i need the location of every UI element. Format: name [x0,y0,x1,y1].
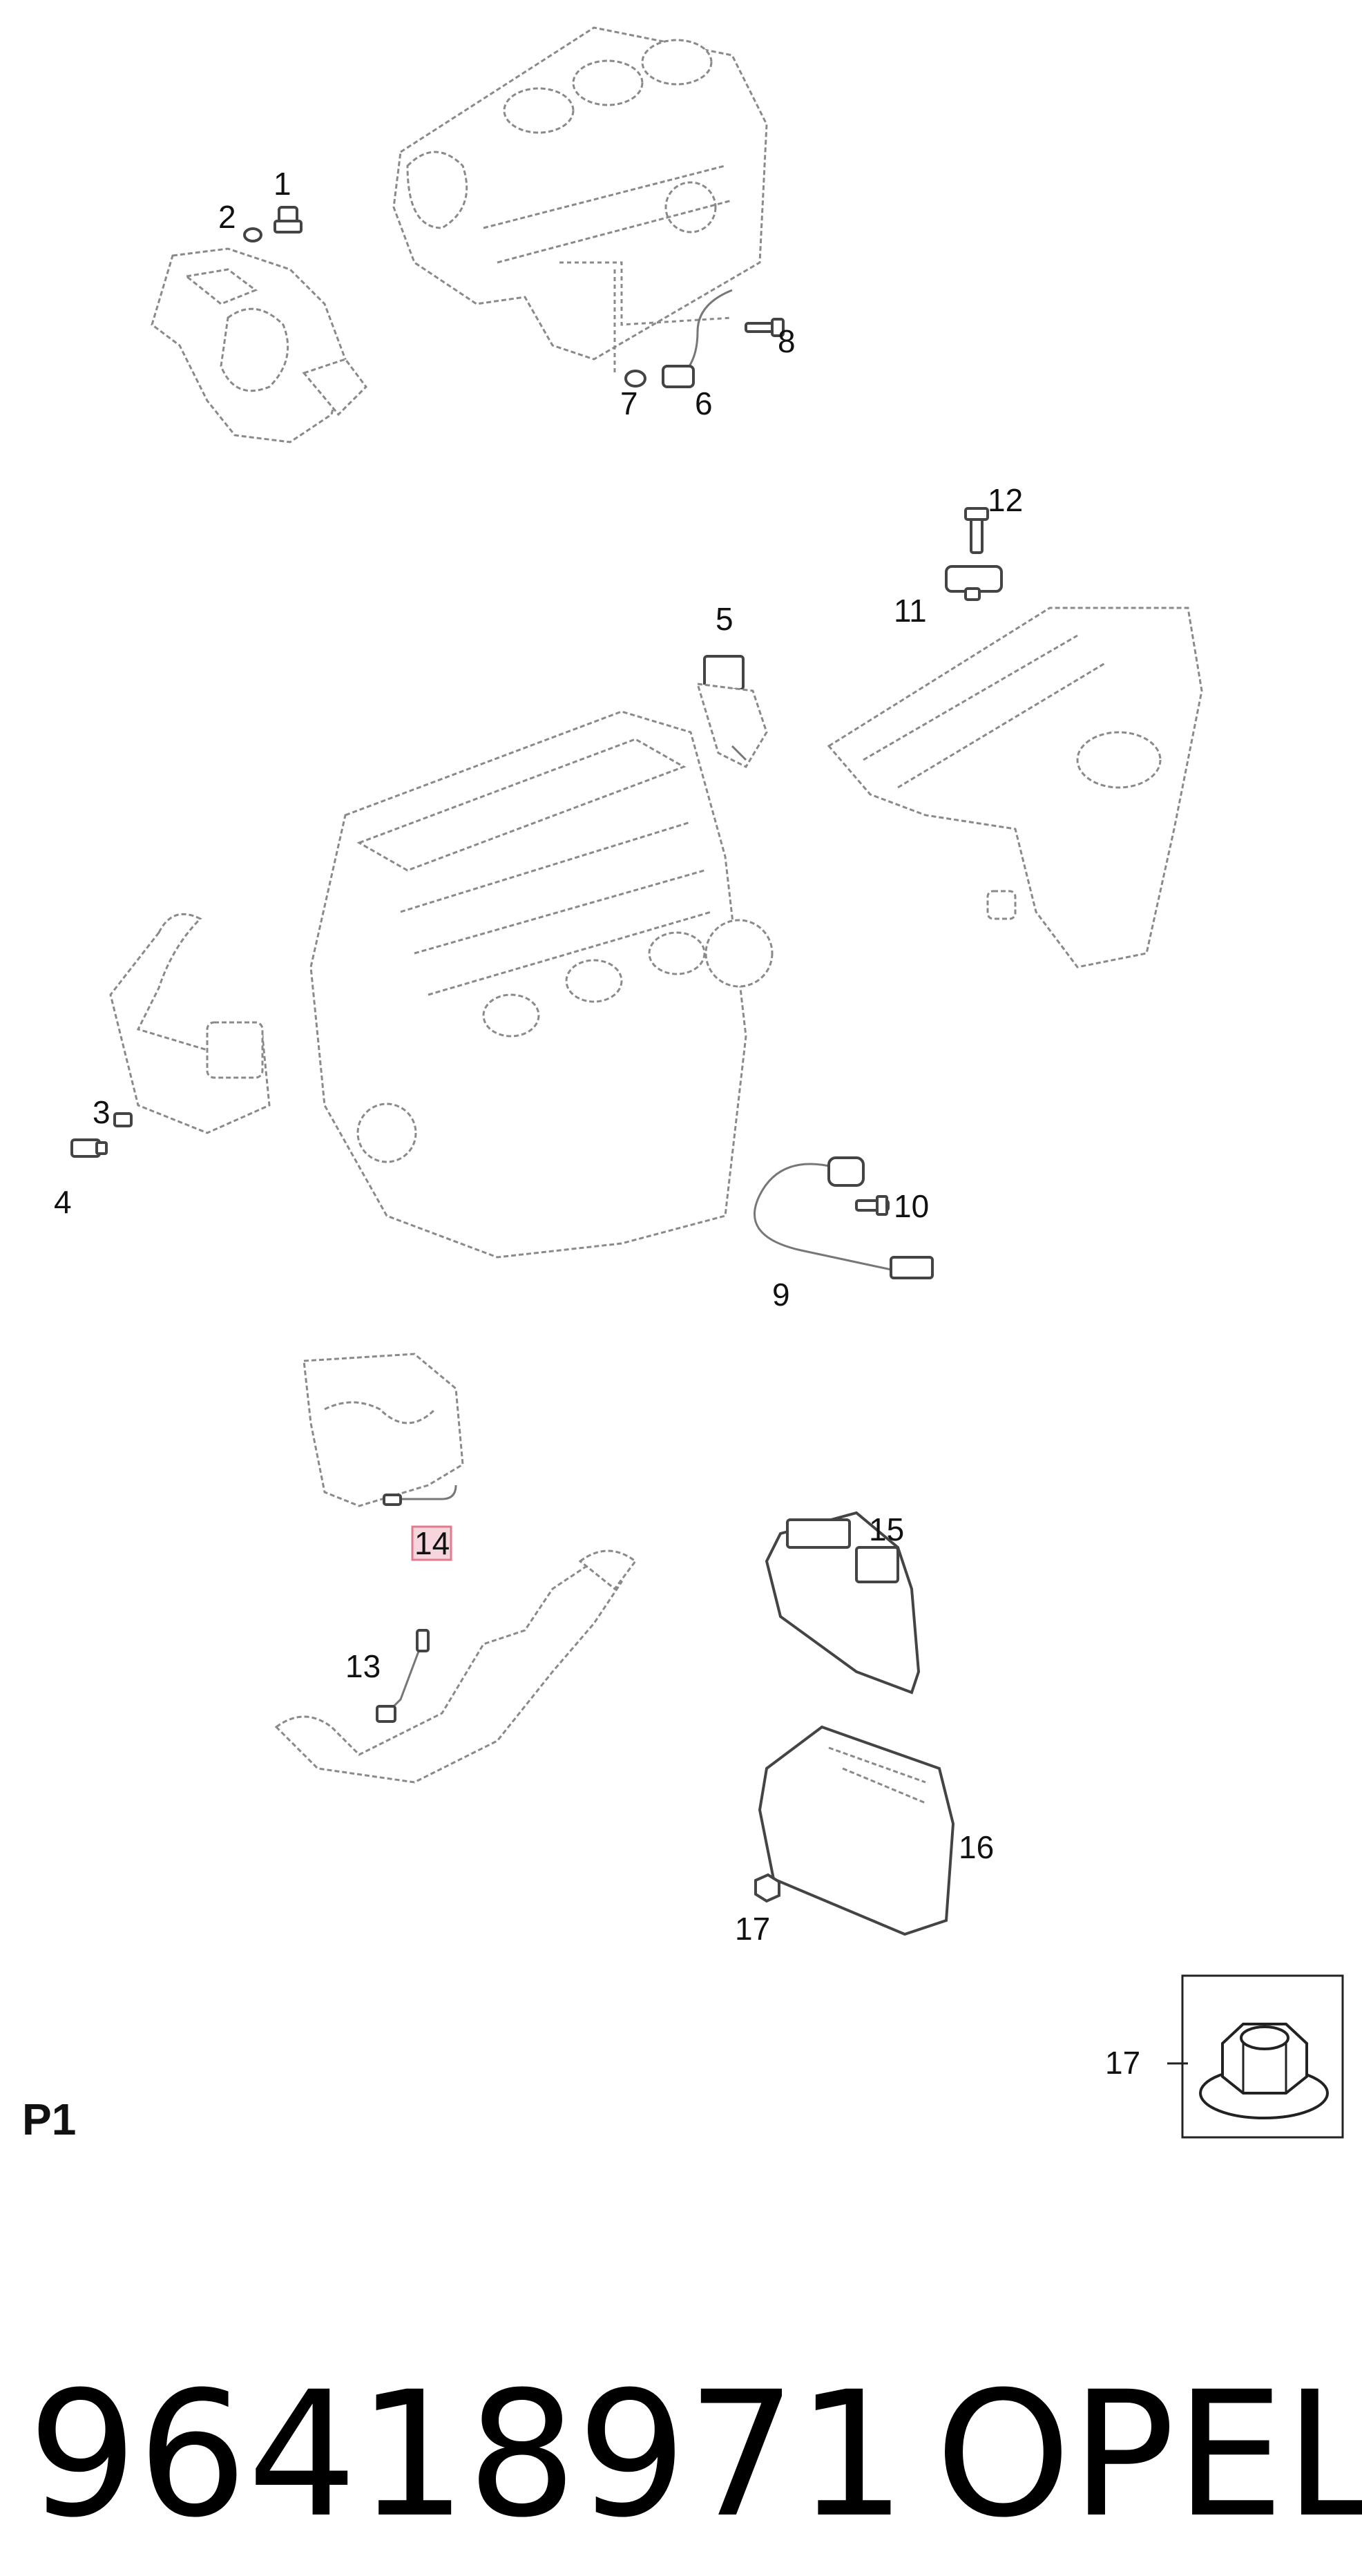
callout-2: 2 [218,199,236,235]
callout-10: 10 [894,1188,929,1224]
map-sensor-part-11 [945,565,1003,601]
engine-block-illustration [392,26,768,361]
callout-8: 8 [778,323,796,359]
crankshaft-sensor-part-6 [662,289,733,388]
sheet-label: P1 [22,2095,76,2144]
coolant-sensor-part-4 [70,1138,108,1158]
callout-1: 1 [274,166,291,202]
callout-17-detail: 17 [1105,2045,1140,2081]
callout-13: 13 [345,1648,381,1684]
ecu-bracket-part-16 [758,1725,955,1936]
callout-12: 12 [988,482,1023,518]
callout-3: 3 [93,1094,111,1130]
seal-ring-part-7 [624,370,646,388]
callout-7: 7 [620,385,638,421]
callout-14: 14 [414,1525,450,1561]
oil-pump-illustration [151,247,367,443]
thermostat-housing-illustration [109,913,271,1134]
nut-detail-box [1167,1974,1344,2139]
bolt-part-10 [855,1195,890,1216]
engine-control-module-part-15 [765,1511,921,1695]
temperature-sender-part-3 [113,1112,133,1127]
intake-manifold-illustration [827,607,1203,969]
oxygen-sensor-part-14 [383,1485,457,1506]
callout-6: 6 [695,385,713,421]
bolt-part-8 [745,318,785,337]
callout-11: 11 [894,593,927,629]
bolt-part-12 [964,507,989,554]
exhaust-manifold-illustration [303,1353,464,1507]
callout-9: 9 [772,1277,790,1313]
callout-16: 16 [959,1829,994,1865]
cylinder-head-engine-illustration [309,710,774,1259]
oxygen-sensor-part-13 [376,1629,430,1723]
callout-15: 15 [869,1511,904,1547]
nut-part-17 [754,1873,780,1903]
callout-14-highlight [411,1525,452,1561]
callout-17: 17 [735,1911,770,1947]
oil-pressure-switch-part-1 [274,206,303,233]
exhaust-pipe-illustration [274,1549,637,1784]
knock-sensor-part-9 [754,1156,934,1279]
callout-4: 4 [54,1184,72,1220]
seal-ring-part-2 [243,227,262,242]
brand-name: OPEL [935,2354,1362,2555]
callout-5: 5 [716,601,733,637]
part-number: 96418971 [28,2354,906,2555]
ignition-module-part-5 [696,655,768,768]
